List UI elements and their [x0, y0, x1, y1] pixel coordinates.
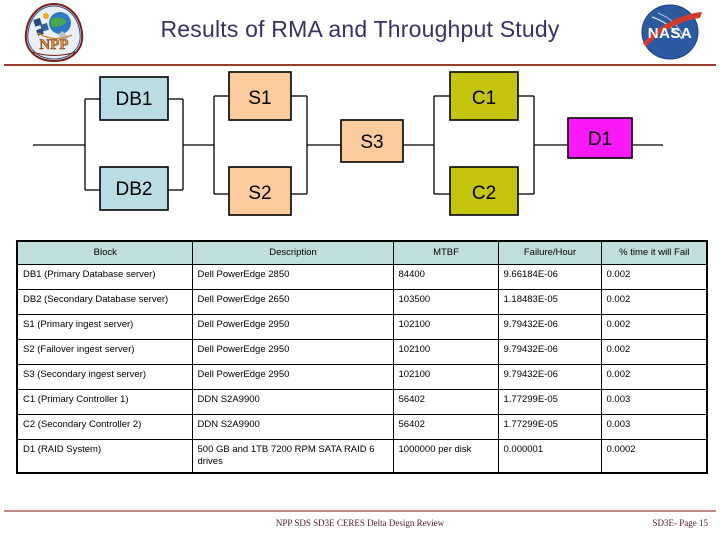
rbd-block-db1-label: DB1	[116, 89, 153, 110]
cell-pct-fail: 0.0002	[600, 439, 708, 474]
table-row: DB1 (Primary Database server) Dell Power…	[16, 264, 708, 291]
cell-failure-hour: 9.79432E-06	[497, 339, 602, 366]
cell-failure-hour: 1.77299E-05	[497, 414, 602, 441]
cell-description: Dell PowerEdge 2950	[191, 314, 394, 341]
rbd-block-c2-label: C2	[472, 183, 496, 204]
cell-mtbf: 103500	[392, 289, 499, 316]
rbd-block-d1[interactable]: D1	[567, 117, 633, 159]
rbd-block-db2-label: DB2	[116, 179, 153, 200]
nasa-logo-graphic: NASA	[641, 4, 702, 60]
cell-description: Dell PowerEdge 2850	[191, 264, 394, 291]
cell-block: C2 (Secondary Controller 2)	[16, 414, 193, 441]
column-header-mtbf: MTBF	[392, 240, 499, 266]
cell-pct-fail: 0.002	[600, 314, 708, 341]
rma-results-table: Block Description MTBF Failure/Hour % ti…	[16, 240, 708, 475]
cell-description: Dell PowerEdge 2950	[191, 339, 394, 366]
rbd-block-s3-label: S3	[360, 132, 383, 153]
cell-block: S1 (Primary ingest server)	[16, 314, 193, 341]
rbd-connector-lines	[33, 95, 663, 195]
cell-block: DB2 (Secondary Database server)	[16, 289, 193, 316]
cell-failure-hour: 9.79432E-06	[497, 364, 602, 391]
cell-block: S3 (Secondary ingest server)	[16, 364, 193, 391]
cell-description: Dell PowerEdge 2950	[191, 364, 394, 391]
rbd-block-s2[interactable]: S2	[228, 166, 292, 216]
footer-center-text: NPP SDS SD3E CERES Delta Design Review	[275, 518, 445, 528]
nasa-logo: NASA	[634, 3, 706, 61]
cell-description: DDN S2A9900	[191, 414, 394, 441]
rbd-block-db1[interactable]: DB1	[99, 76, 169, 121]
cell-pct-fail: 0.003	[600, 389, 708, 416]
table-header-row: Block Description MTBF Failure/Hour % ti…	[16, 240, 708, 266]
rbd-block-s3[interactable]: S3	[340, 119, 404, 163]
table-row: C1 (Primary Controller 1) DDN S2A9900 56…	[16, 389, 708, 416]
cell-pct-fail: 0.002	[600, 289, 708, 316]
rbd-blocks: DB1 DB2 S1 S2 S3 C1	[99, 71, 633, 216]
rbd-block-db2[interactable]: DB2	[99, 166, 169, 211]
cell-mtbf: 56402	[392, 414, 499, 441]
rbd-block-c1[interactable]: C1	[449, 71, 519, 121]
table-row: C2 (Secondary Controller 2) DDN S2A9900 …	[16, 414, 708, 441]
cell-description: 500 GB and 1TB 7200 RPM SATA RAID 6 driv…	[191, 439, 394, 474]
cell-failure-hour: 9.66184E-06	[497, 264, 602, 291]
npp-logo-graphic: NPP	[24, 2, 84, 63]
table-row: S2 (Failover ingest server) Dell PowerEd…	[16, 339, 708, 366]
cell-pct-fail: 0.002	[600, 264, 708, 291]
npp-logo: NPP	[18, 2, 90, 63]
slide-header: NPP Results of RMA and Throughput Study …	[0, 0, 720, 68]
cell-pct-fail: 0.002	[600, 339, 708, 366]
cell-mtbf: 102100	[392, 339, 499, 366]
rbd-block-c2[interactable]: C2	[449, 166, 519, 216]
cell-mtbf: 56402	[392, 389, 499, 416]
rbd-block-s2-label: S2	[248, 183, 271, 204]
cell-failure-hour: 1.18483E-05	[497, 289, 602, 316]
table-row: S3 (Secondary ingest server) Dell PowerE…	[16, 364, 708, 391]
cell-mtbf: 1000000 per disk	[392, 439, 499, 474]
cell-failure-hour: 1.77299E-05	[497, 389, 602, 416]
column-header-description: Description	[191, 240, 394, 266]
cell-failure-hour: 0.000001	[497, 439, 602, 474]
column-header-block: Block	[16, 240, 193, 266]
rbd-block-c1-label: C1	[472, 88, 496, 109]
cell-mtbf: 102100	[392, 364, 499, 391]
cell-pct-fail: 0.003	[600, 414, 708, 441]
npp-logo-text: NPP	[39, 37, 68, 53]
table-row: DB2 (Secondary Database server) Dell Pow…	[16, 289, 708, 316]
footer-page-number: SD3E- Page 15	[652, 518, 709, 528]
table-row: S1 (Primary ingest server) Dell PowerEdg…	[16, 314, 708, 341]
cell-mtbf: 84400	[392, 264, 499, 291]
rbd-block-d1-label: D1	[588, 129, 612, 150]
rbd-block-s1-label: S1	[248, 88, 271, 109]
header-divider	[4, 64, 716, 66]
cell-mtbf: 102100	[392, 314, 499, 341]
cell-description: DDN S2A9900	[191, 389, 394, 416]
reliability-block-diagram: DB1 DB2 S1 S2 S3 C1	[0, 68, 720, 236]
cell-description: Dell PowerEdge 2650	[191, 289, 394, 316]
cell-pct-fail: 0.002	[600, 364, 708, 391]
page-title: Results of RMA and Throughput Study	[160, 16, 560, 42]
cell-block: DB1 (Primary Database server)	[16, 264, 193, 291]
cell-failure-hour: 9.79432E-06	[497, 314, 602, 341]
table-row: D1 (RAID System) 500 GB and 1TB 7200 RPM…	[16, 439, 708, 474]
rma-table-container: Block Description MTBF Failure/Hour % ti…	[16, 240, 708, 475]
cell-block: C1 (Primary Controller 1)	[16, 389, 193, 416]
column-header-pct-fail: % time it will Fail	[600, 240, 708, 266]
footer-divider	[4, 510, 716, 512]
rbd-block-s1[interactable]: S1	[228, 71, 292, 121]
cell-block: S2 (Failover ingest server)	[16, 339, 193, 366]
cell-block: D1 (RAID System)	[16, 439, 193, 474]
column-header-failure-hour: Failure/Hour	[497, 240, 602, 266]
nasa-logo-text: NASA	[648, 25, 693, 42]
